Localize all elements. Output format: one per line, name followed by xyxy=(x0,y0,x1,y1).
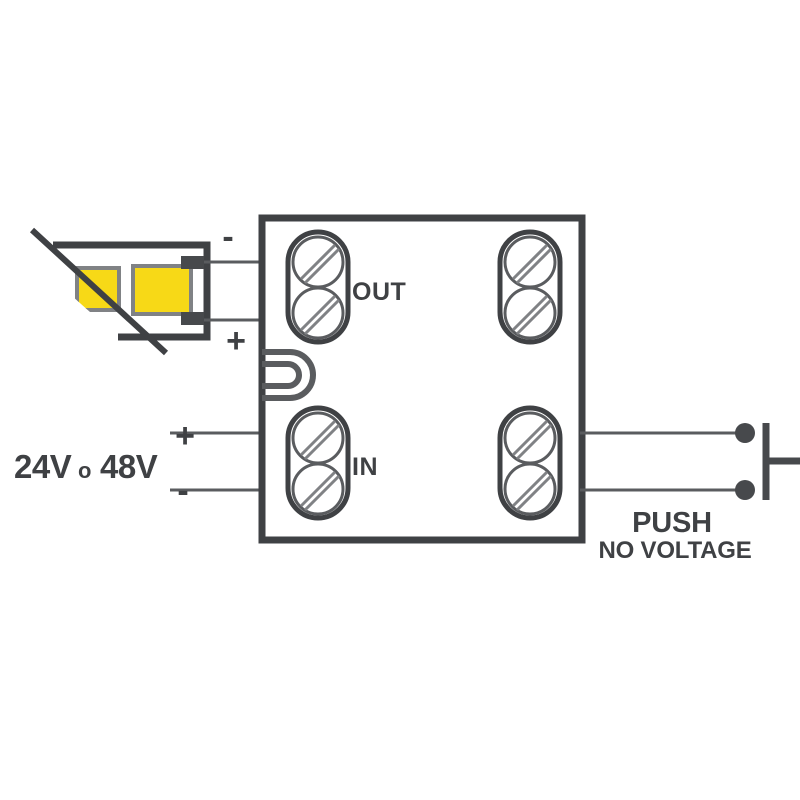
terminal-bottom-right-screw-1-slot-b xyxy=(515,423,553,461)
terminal-in-screw-2-slot-b xyxy=(303,474,341,512)
terminal-bottom-right-screw-2[interactable] xyxy=(503,462,557,516)
push-label: PUSH NO VOLTAGE xyxy=(598,507,752,564)
terminal-top-right-screw-2[interactable] xyxy=(503,286,557,340)
out-positive-sign: + xyxy=(226,322,246,360)
negative-pad xyxy=(181,256,204,269)
terminal-out-screw-2-slot-a xyxy=(299,294,337,332)
terminal-in-screw-1-slot-a xyxy=(299,419,337,457)
terminal-out-screw-2[interactable] xyxy=(291,286,345,340)
strip-cut-line xyxy=(29,227,169,356)
terminal-top-right-screw-1-slot-a xyxy=(511,243,549,281)
terminal-in-label: IN xyxy=(352,453,378,481)
push-button-symbol[interactable] xyxy=(735,423,800,500)
terminal-in-screw-2-slot-a xyxy=(299,470,337,508)
push-terminal-dot-top xyxy=(735,423,755,443)
led-chip-full xyxy=(131,264,193,316)
strain-relief-hook-inner xyxy=(262,361,302,389)
terminal-out-label: OUT xyxy=(352,278,406,306)
strain-relief-hook-icon xyxy=(262,349,316,401)
terminal-in-screw-1-slot-b xyxy=(303,423,341,461)
led-strip-outline xyxy=(53,241,211,341)
in-wires xyxy=(170,431,264,492)
terminal-top-right-screw-2-slot-b xyxy=(515,298,553,336)
in-positive-sign: + xyxy=(175,417,195,455)
terminal-bottom-right[interactable] xyxy=(497,405,563,521)
terminal-out-screw-1-slot-b xyxy=(303,247,341,285)
supply-voltage-alternate: 48V xyxy=(100,448,158,485)
push-button-wires xyxy=(580,431,745,492)
supply-voltage-label: 24V o 48V xyxy=(14,448,158,485)
out-wires xyxy=(204,260,264,322)
in-negative-sign: - xyxy=(177,472,188,510)
terminal-top-right-screw-2-slot-a xyxy=(511,294,549,332)
terminal-top-right[interactable] xyxy=(497,229,563,345)
terminal-bottom-right-screw-1-slot-a xyxy=(511,419,549,457)
push-terminal-dot-bottom xyxy=(735,480,755,500)
positive-pad xyxy=(181,312,204,325)
terminal-bottom-right-screw-2-slot-a xyxy=(511,470,549,508)
supply-voltage-conjunction: o xyxy=(78,458,91,483)
supply-voltage-primary: 24V xyxy=(14,448,72,485)
terminal-out-screw-2-slot-b xyxy=(303,298,341,336)
terminal-in-screw-2[interactable] xyxy=(291,462,345,516)
terminal-out-screw-1-slot-a xyxy=(299,243,337,281)
terminal-in[interactable] xyxy=(285,405,351,521)
terminal-top-right-screw-1-slot-b xyxy=(515,247,553,285)
push-subtitle: NO VOLTAGE xyxy=(598,537,751,564)
led-strip xyxy=(29,227,211,356)
out-negative-sign: - xyxy=(222,218,233,256)
terminal-out[interactable] xyxy=(285,229,351,345)
push-title: PUSH xyxy=(632,507,712,539)
terminal-bottom-right-screw-2-slot-b xyxy=(515,474,553,512)
